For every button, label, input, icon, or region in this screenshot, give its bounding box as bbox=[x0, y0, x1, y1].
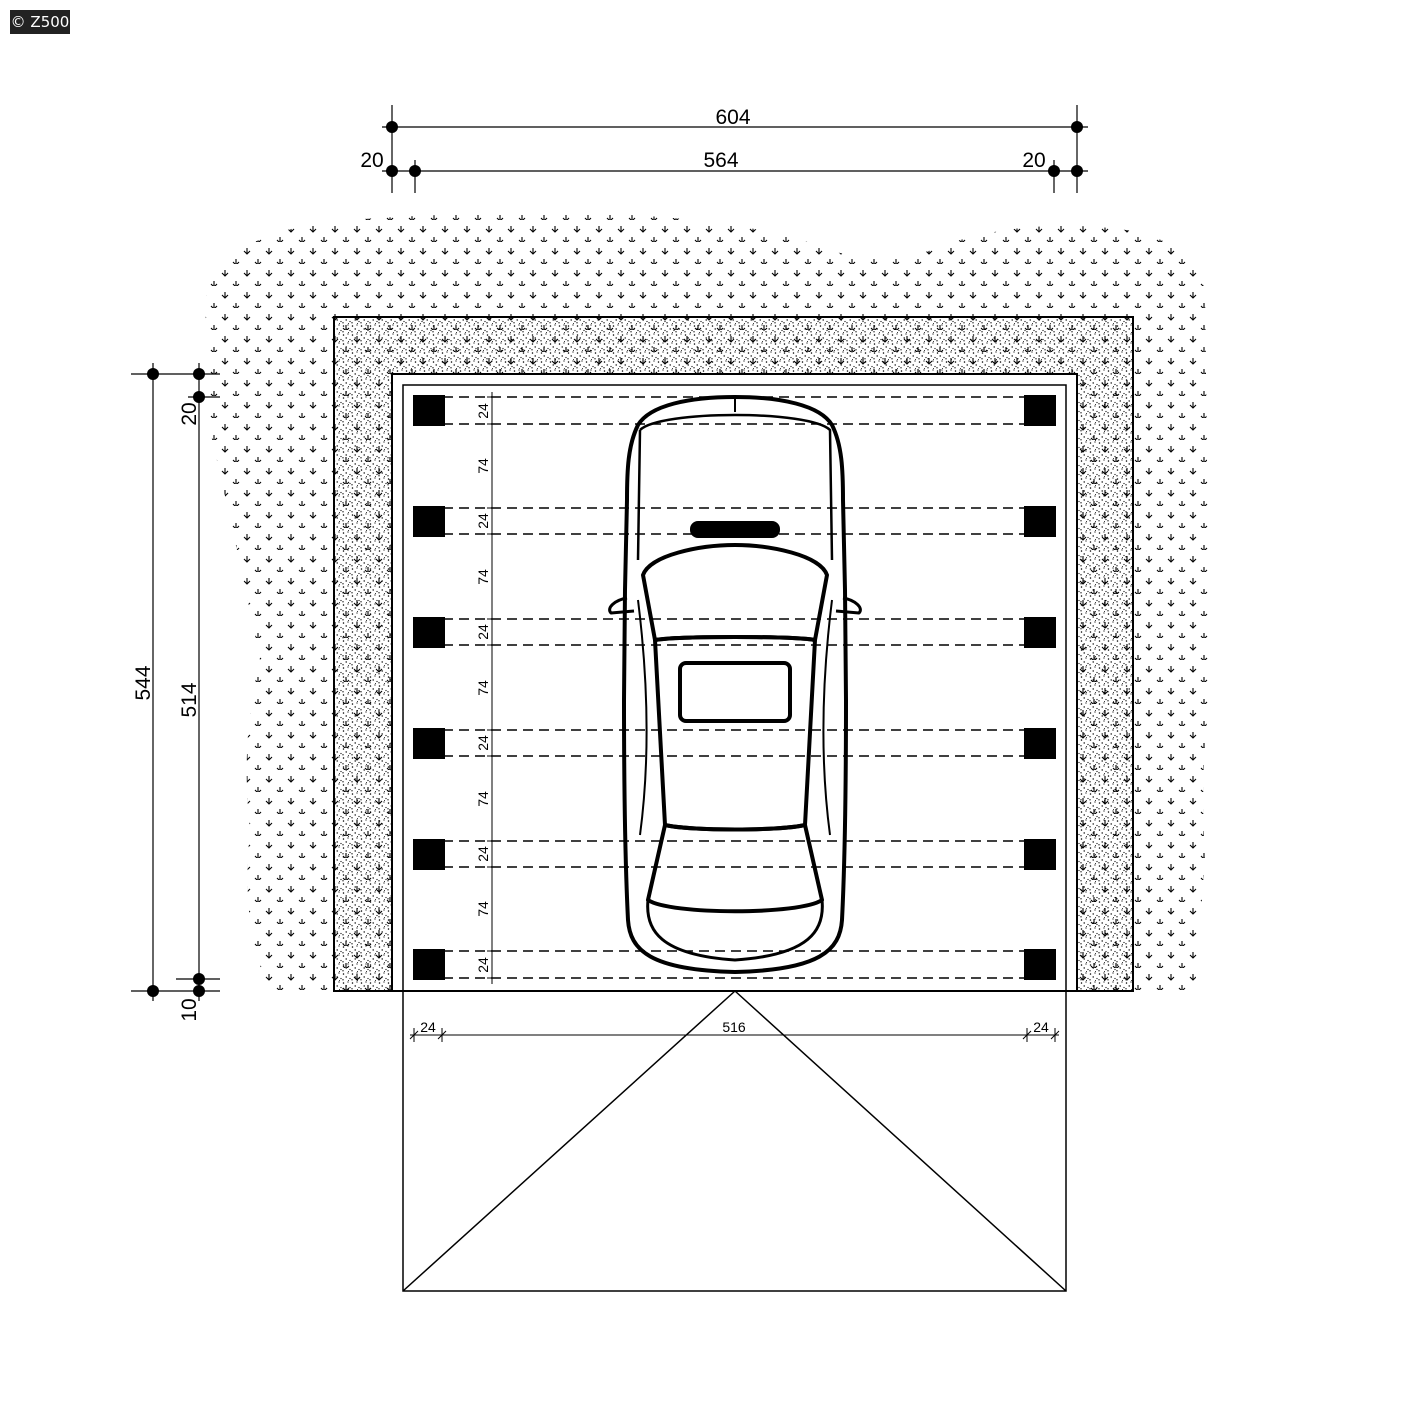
car-rear-light-bar bbox=[690, 521, 780, 538]
dim-bottom-offset: 10 bbox=[178, 998, 201, 1021]
dim-driveway-right: 24 bbox=[1033, 1019, 1049, 1035]
car-left-mirror bbox=[608, 596, 635, 615]
dim-gap-1: 74 bbox=[475, 458, 491, 474]
post-footing bbox=[413, 949, 445, 980]
dim-left-wall: 20 bbox=[360, 149, 383, 172]
dim-gap-3: 74 bbox=[475, 680, 491, 696]
watermark-badge: © Z500 bbox=[10, 10, 70, 34]
dim-driveway-total: 516 bbox=[722, 1019, 746, 1035]
post-footing bbox=[413, 839, 445, 870]
post-footing bbox=[1024, 728, 1056, 759]
car-sunroof bbox=[678, 661, 792, 723]
car-right-door-line bbox=[822, 599, 833, 836]
dim-inner-depth: 514 bbox=[178, 682, 201, 717]
post-footing bbox=[413, 728, 445, 759]
dim-driveway-left: 24 bbox=[420, 1019, 436, 1035]
dim-overall-width: 604 bbox=[715, 106, 750, 129]
car-trunk bbox=[646, 899, 824, 962]
post-footing bbox=[1024, 949, 1056, 980]
car-hood-outline bbox=[636, 413, 834, 561]
car-body bbox=[622, 395, 848, 974]
dim-slat-6: 24 bbox=[475, 957, 491, 973]
post-footing bbox=[1024, 506, 1056, 537]
post-footings bbox=[413, 395, 1056, 980]
dim-gap-2: 74 bbox=[475, 569, 491, 585]
post-footing bbox=[413, 617, 445, 648]
post-footing bbox=[413, 395, 445, 426]
dim-slat-4: 24 bbox=[475, 735, 491, 751]
garage-outer-wall bbox=[391, 373, 1078, 992]
dim-top-wall: 20 bbox=[178, 402, 201, 425]
dim-right-wall: 20 bbox=[1022, 149, 1045, 172]
dim-inner-width: 564 bbox=[703, 149, 738, 172]
dim-slat-3: 24 bbox=[475, 624, 491, 640]
driveway-apron bbox=[402, 990, 1067, 1292]
dim-slat-2: 24 bbox=[475, 513, 491, 529]
car-right-mirror bbox=[835, 596, 862, 615]
post-footing bbox=[1024, 839, 1056, 870]
dim-slat-1: 24 bbox=[475, 403, 491, 419]
dim-slat-5: 24 bbox=[475, 846, 491, 862]
top-dimensions: 604 564 20 20 bbox=[360, 105, 1088, 193]
dim-gap-4: 74 bbox=[475, 791, 491, 807]
slat-dimension-chain: 24 74 24 74 24 74 24 74 24 74 24 bbox=[475, 392, 497, 984]
dim-gap-5: 74 bbox=[475, 901, 491, 917]
car-left-door-line bbox=[637, 599, 648, 836]
post-footing bbox=[1024, 395, 1056, 426]
post-footing bbox=[1024, 617, 1056, 648]
driveway-dimension: 24 516 24 bbox=[409, 1019, 1060, 1042]
car-top-view bbox=[608, 395, 862, 974]
post-footing bbox=[413, 506, 445, 537]
left-dimensions: 544 514 20 10 bbox=[131, 363, 220, 1022]
dim-overall-depth: 544 bbox=[132, 665, 155, 700]
